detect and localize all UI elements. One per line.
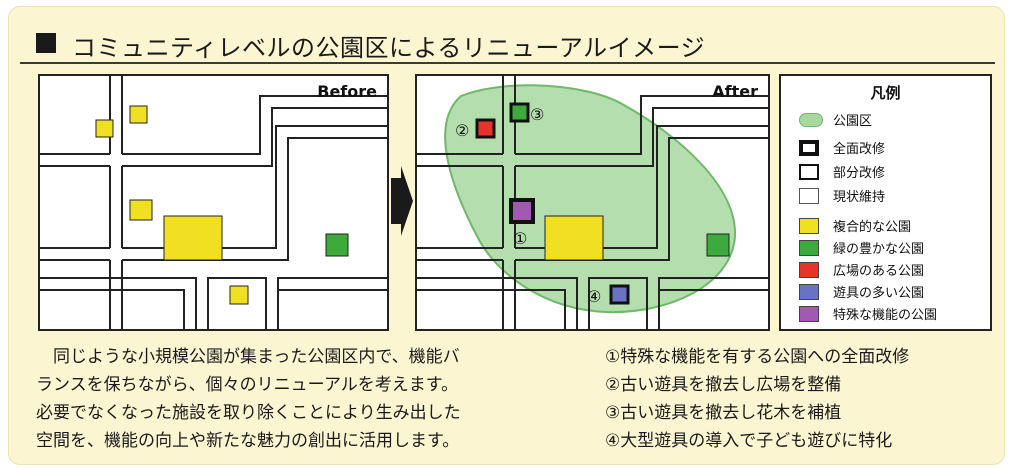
legend-label: 複合的な公園 xyxy=(833,220,912,235)
legend-item-special: 特殊な機能の公園 xyxy=(799,304,987,324)
title-underline xyxy=(20,62,995,64)
legend-item-maintain: 現状維持 xyxy=(799,186,987,206)
map-before: Before xyxy=(38,74,389,331)
title-row: コミュニティレベルの公園区によるリニューアルイメージ xyxy=(20,22,995,62)
park-green xyxy=(706,233,730,257)
park-yellow-large xyxy=(544,215,604,261)
step-line: ①特殊な機能を有する公園への全面改修 xyxy=(605,347,910,367)
thin-border-swatch xyxy=(799,164,819,180)
page-title: コミュニティレベルの公園区によるリニューアルイメージ xyxy=(72,34,706,62)
legend-label: 広場のある公園 xyxy=(833,264,925,279)
legend-label: 部分改修 xyxy=(833,166,886,181)
description-text: 同じような小規模公園が集まった公園区内で、機能バ ランスを保ちながら、個々のリニ… xyxy=(36,343,461,455)
legend-item-zone: 公園区 xyxy=(799,110,987,130)
map-after-label: After xyxy=(712,82,758,101)
thick-border-swatch xyxy=(799,140,819,156)
map-before-drawing xyxy=(40,76,387,329)
legend-label: 遊具の多い公園 xyxy=(833,286,925,301)
description-line: 同じような小規模公園が集まった公園区内で、機能バ xyxy=(36,347,460,367)
legend-label: 特殊な機能の公園 xyxy=(833,308,938,323)
red-swatch xyxy=(799,262,819,278)
park-zone-area xyxy=(444,84,737,314)
park-green-3 xyxy=(509,102,530,123)
park-plaza-2 xyxy=(475,118,496,139)
step-line: ②古い遊具を撤去し広場を整備 xyxy=(605,375,842,395)
map-before-label: Before xyxy=(317,82,377,101)
zone-swatch xyxy=(799,113,823,127)
description-line: 空間を、機能の向上や新たな魅力の創出に活用します。 xyxy=(36,431,460,451)
description-line: ランスを保ちながら、個々のリニューアルを考えます。 xyxy=(36,375,459,395)
legend-label: 公園区 xyxy=(833,114,873,129)
park-yellow-small-2 xyxy=(129,105,148,124)
renewal-steps: ①特殊な機能を有する公園への全面改修 ②古い遊具を撤去し広場を整備 ③古い遊具を… xyxy=(605,343,909,455)
legend-label: 緑の豊かな公園 xyxy=(833,242,925,257)
park-yellow-medium xyxy=(129,199,153,221)
legend-item-green: 緑の豊かな公園 xyxy=(799,238,987,258)
legend: 凡例 公園区 全面改修 部分改修 現状維持 複合的な公園 緑の豊かな公園 広場の… xyxy=(779,74,992,331)
marker-3: ③ xyxy=(530,105,544,124)
park-yellow-bottom xyxy=(229,285,249,305)
legend-title: 凡例 xyxy=(870,84,901,102)
before-after-arrow xyxy=(391,166,413,236)
title-bullet-square xyxy=(36,33,56,53)
map-after-drawing: ② ③ ① ④ xyxy=(417,76,768,329)
green-swatch xyxy=(799,240,819,256)
legend-item-plaza: 広場のある公園 xyxy=(799,260,987,280)
legend-label: 現状維持 xyxy=(833,190,886,205)
park-green xyxy=(325,233,349,257)
purple-swatch xyxy=(799,306,819,322)
step-line: ③古い遊具を撤去し花木を補植 xyxy=(605,403,842,423)
parks-after xyxy=(475,102,730,305)
legend-item-partial-renovation: 部分改修 xyxy=(799,162,987,182)
hairline-swatch xyxy=(799,188,819,204)
yellow-swatch xyxy=(799,218,819,234)
marker-4: ④ xyxy=(587,287,601,306)
park-special-1 xyxy=(509,198,535,224)
marker-2: ② xyxy=(455,121,469,140)
legend-label: 全面改修 xyxy=(833,142,886,157)
park-yellow-small-1 xyxy=(95,119,114,138)
step-line: ④大型遊具の導入で子ども遊びに特化 xyxy=(605,431,893,451)
park-yellow-large xyxy=(163,215,223,261)
legend-item-full-renovation: 全面改修 xyxy=(799,138,987,158)
parks-before xyxy=(95,105,349,305)
map-after: ② ③ ① ④ After xyxy=(415,74,770,331)
description-line: 必要でなくなった施設を取り除くことにより生み出した xyxy=(36,403,461,423)
park-play-4 xyxy=(609,284,630,305)
marker-1: ① xyxy=(513,229,527,248)
legend-item-complex: 複合的な公園 xyxy=(799,216,987,236)
blue-swatch xyxy=(799,284,819,300)
legend-item-playground: 遊具の多い公園 xyxy=(799,282,987,302)
